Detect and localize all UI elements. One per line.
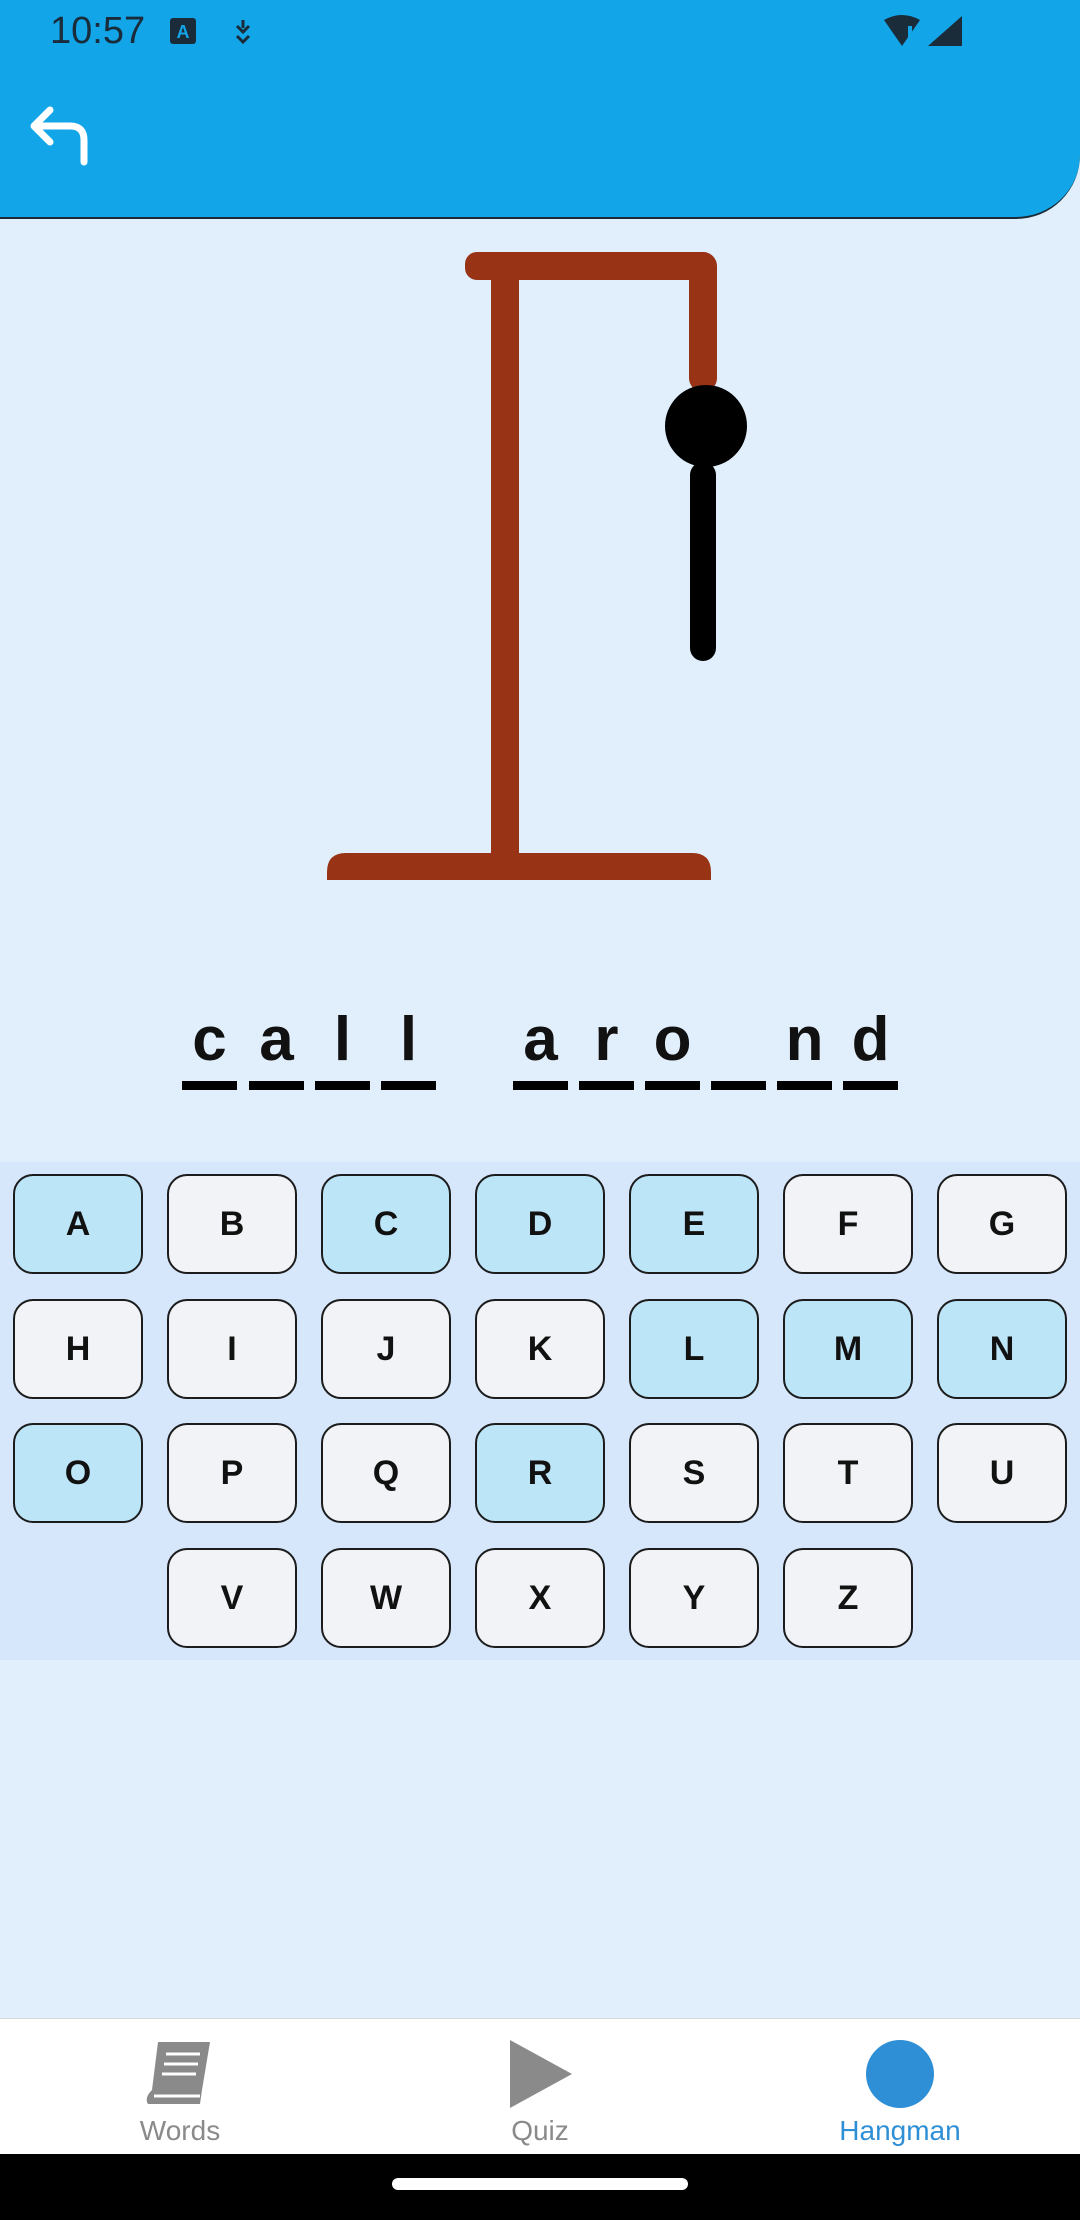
key-n[interactable]: N xyxy=(937,1299,1067,1399)
wifi-icon xyxy=(884,15,920,46)
svg-text:A: A xyxy=(177,22,190,42)
keyboard-status-icon: A xyxy=(170,18,196,44)
letter-slot: c xyxy=(182,990,237,1090)
app-header: 10:57 A xyxy=(0,0,1080,219)
play-icon xyxy=(510,2040,572,2108)
nav-label-quiz: Quiz xyxy=(511,2115,569,2146)
hangman-drawing xyxy=(327,252,747,880)
key-c[interactable]: C xyxy=(321,1174,451,1274)
letter-slot: l xyxy=(381,990,436,1090)
bottom-navigation: Words Quiz Hangman xyxy=(0,2018,1080,2154)
key-w[interactable]: W xyxy=(321,1548,451,1648)
letter-slot: l xyxy=(315,990,370,1090)
nav-label-words: Words xyxy=(139,2115,221,2146)
key-y[interactable]: Y xyxy=(629,1548,759,1648)
key-j[interactable]: J xyxy=(321,1299,451,1399)
letter-keyboard: A B C D E F G H I J K L M N O P Q R S T … xyxy=(0,1162,1080,1660)
key-p[interactable]: P xyxy=(167,1423,297,1523)
key-g[interactable]: G xyxy=(937,1174,1067,1274)
circle-icon xyxy=(866,2040,934,2108)
key-f[interactable]: F xyxy=(783,1174,913,1274)
hangman-head xyxy=(665,385,747,467)
key-i[interactable]: I xyxy=(167,1299,297,1399)
letter-slot: d xyxy=(843,990,898,1090)
status-time: 10:57 xyxy=(50,10,146,52)
word-display: c a l l a r o n d xyxy=(0,990,1080,1090)
key-k[interactable]: K xyxy=(475,1299,605,1399)
key-s[interactable]: S xyxy=(629,1423,759,1523)
letter-slot: a xyxy=(513,990,568,1090)
key-e[interactable]: E xyxy=(629,1174,759,1274)
key-m[interactable]: M xyxy=(783,1299,913,1399)
cell-signal-icon xyxy=(928,16,962,46)
nav-label-hangman: Hangman xyxy=(839,2115,961,2146)
key-d[interactable]: D xyxy=(475,1174,605,1274)
home-gesture-pill[interactable] xyxy=(392,2178,688,2190)
key-r[interactable]: R xyxy=(475,1423,605,1523)
nav-item-words[interactable]: Words xyxy=(0,2019,360,2155)
nav-item-hangman[interactable]: Hangman xyxy=(720,2019,1080,2155)
sync-status-icon xyxy=(235,20,251,45)
letter-slot xyxy=(711,990,766,1090)
system-navigation-bar xyxy=(0,2154,1080,2220)
letter-slot: o xyxy=(645,990,700,1090)
key-q[interactable]: Q xyxy=(321,1423,451,1523)
letter-slot: n xyxy=(777,990,832,1090)
key-b[interactable]: B xyxy=(167,1174,297,1274)
gallows xyxy=(327,252,717,880)
key-l[interactable]: L xyxy=(629,1299,759,1399)
key-u[interactable]: U xyxy=(937,1423,1067,1523)
book-icon xyxy=(146,2042,210,2104)
key-z[interactable]: Z xyxy=(783,1548,913,1648)
letter-slot: r xyxy=(579,990,634,1090)
key-t[interactable]: T xyxy=(783,1423,913,1523)
key-a[interactable]: A xyxy=(13,1174,143,1274)
back-button[interactable] xyxy=(24,100,96,172)
letter-slot: a xyxy=(249,990,304,1090)
key-h[interactable]: H xyxy=(13,1299,143,1399)
key-v[interactable]: V xyxy=(167,1548,297,1648)
key-o[interactable]: O xyxy=(13,1423,143,1523)
nav-item-quiz[interactable]: Quiz xyxy=(360,2019,720,2155)
key-x[interactable]: X xyxy=(475,1548,605,1648)
